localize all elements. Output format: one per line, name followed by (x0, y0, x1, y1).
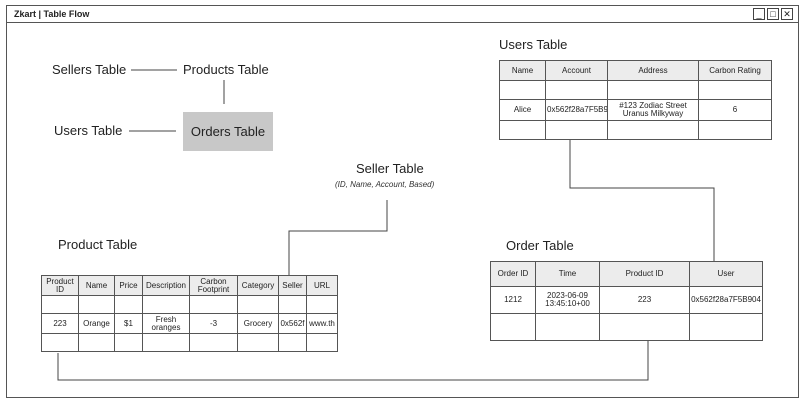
products-table-label: Products Table (183, 62, 269, 77)
cell-price: $1 (114, 313, 143, 334)
close-button[interactable]: ✕ (781, 8, 793, 20)
cell-address: #123 Zodiac Street Uranus Milkyway (607, 99, 699, 121)
header-order-id: Order ID (490, 261, 536, 287)
seller-table-title: Seller Table (356, 161, 424, 176)
header-url: URL (306, 275, 338, 296)
header-category: Category (237, 275, 279, 296)
cell-account: 0x562f28a7F5B9 (545, 99, 608, 121)
header-address: Address (607, 60, 699, 81)
header-user: User (689, 261, 763, 287)
table-row: Alice 0x562f28a7F5B9 #123 Zodiac Street … (499, 99, 772, 121)
header-name: Name (78, 275, 115, 296)
users-table-title: Users Table (499, 37, 568, 52)
header-description: Description (142, 275, 190, 296)
cell-seller: 0x562f (278, 313, 307, 334)
sellers-table-label: Sellers Table (52, 62, 127, 77)
product-table-title: Product Table (58, 237, 138, 252)
table-row-empty (41, 295, 338, 314)
header-carbon-rating: Carbon Rating (698, 60, 772, 81)
header-account: Account (545, 60, 608, 81)
table-row: 223 Orange $1 Fresh oranges -3 Grocery 0… (41, 313, 338, 334)
cell-description: Fresh oranges (142, 313, 190, 334)
table-row-empty (41, 333, 338, 352)
cell-user: 0x562f28a7F5B904 (689, 286, 763, 314)
cell-product-id: 223 (599, 286, 690, 314)
cell-url: www.th (306, 313, 338, 334)
header-seller: Seller (278, 275, 307, 296)
cell-category: Grocery (237, 313, 279, 334)
table-row-empty (490, 313, 763, 341)
minimize-button[interactable]: _ (753, 8, 765, 20)
table-header-row: Product ID Name Price Description Carbon… (41, 275, 338, 296)
product-order-connector (57, 341, 649, 381)
title-bar: Zkart | Table Flow _ □ ✕ (7, 6, 798, 23)
header-name: Name (499, 60, 546, 81)
order-table-title: Order Table (506, 238, 574, 253)
maximize-button[interactable]: □ (767, 8, 779, 20)
table-row-empty (499, 120, 772, 140)
header-time: Time (535, 261, 600, 287)
product-seller-connector (288, 200, 388, 276)
cell-product-id: 223 (41, 313, 79, 334)
users-order-connector (569, 140, 715, 261)
cell-carbon-rating: 6 (698, 99, 772, 121)
orders-table-box: Orders Table (183, 112, 273, 151)
cell-order-id: 1212 (490, 286, 536, 314)
cell-name: Alice (499, 99, 546, 121)
users-table: Name Account Address Carbon Rating Alice… (499, 60, 772, 140)
cell-name: Orange (78, 313, 115, 334)
users-table-label: Users Table (54, 123, 123, 138)
header-carbon-footprint: Carbon Footprint (189, 275, 238, 296)
header-price: Price (114, 275, 143, 296)
window-title: Zkart | Table Flow (14, 9, 90, 19)
table-row-empty (499, 80, 772, 100)
seller-table-fields: (ID, Name, Account, Based) (335, 180, 435, 189)
order-table: Order ID Time Product ID User 1212 2023-… (490, 261, 763, 341)
header-product-id: Product ID (599, 261, 690, 287)
product-table: Product ID Name Price Description Carbon… (41, 275, 338, 352)
table-row: 1212 2023-06-09 13:45:10+00 223 0x562f28… (490, 286, 763, 314)
cell-time: 2023-06-09 13:45:10+00 (535, 286, 600, 314)
cell-carbon-footprint: -3 (189, 313, 238, 334)
table-header-row: Order ID Time Product ID User (490, 261, 763, 287)
table-header-row: Name Account Address Carbon Rating (499, 60, 772, 81)
header-product-id: Product ID (41, 275, 79, 296)
